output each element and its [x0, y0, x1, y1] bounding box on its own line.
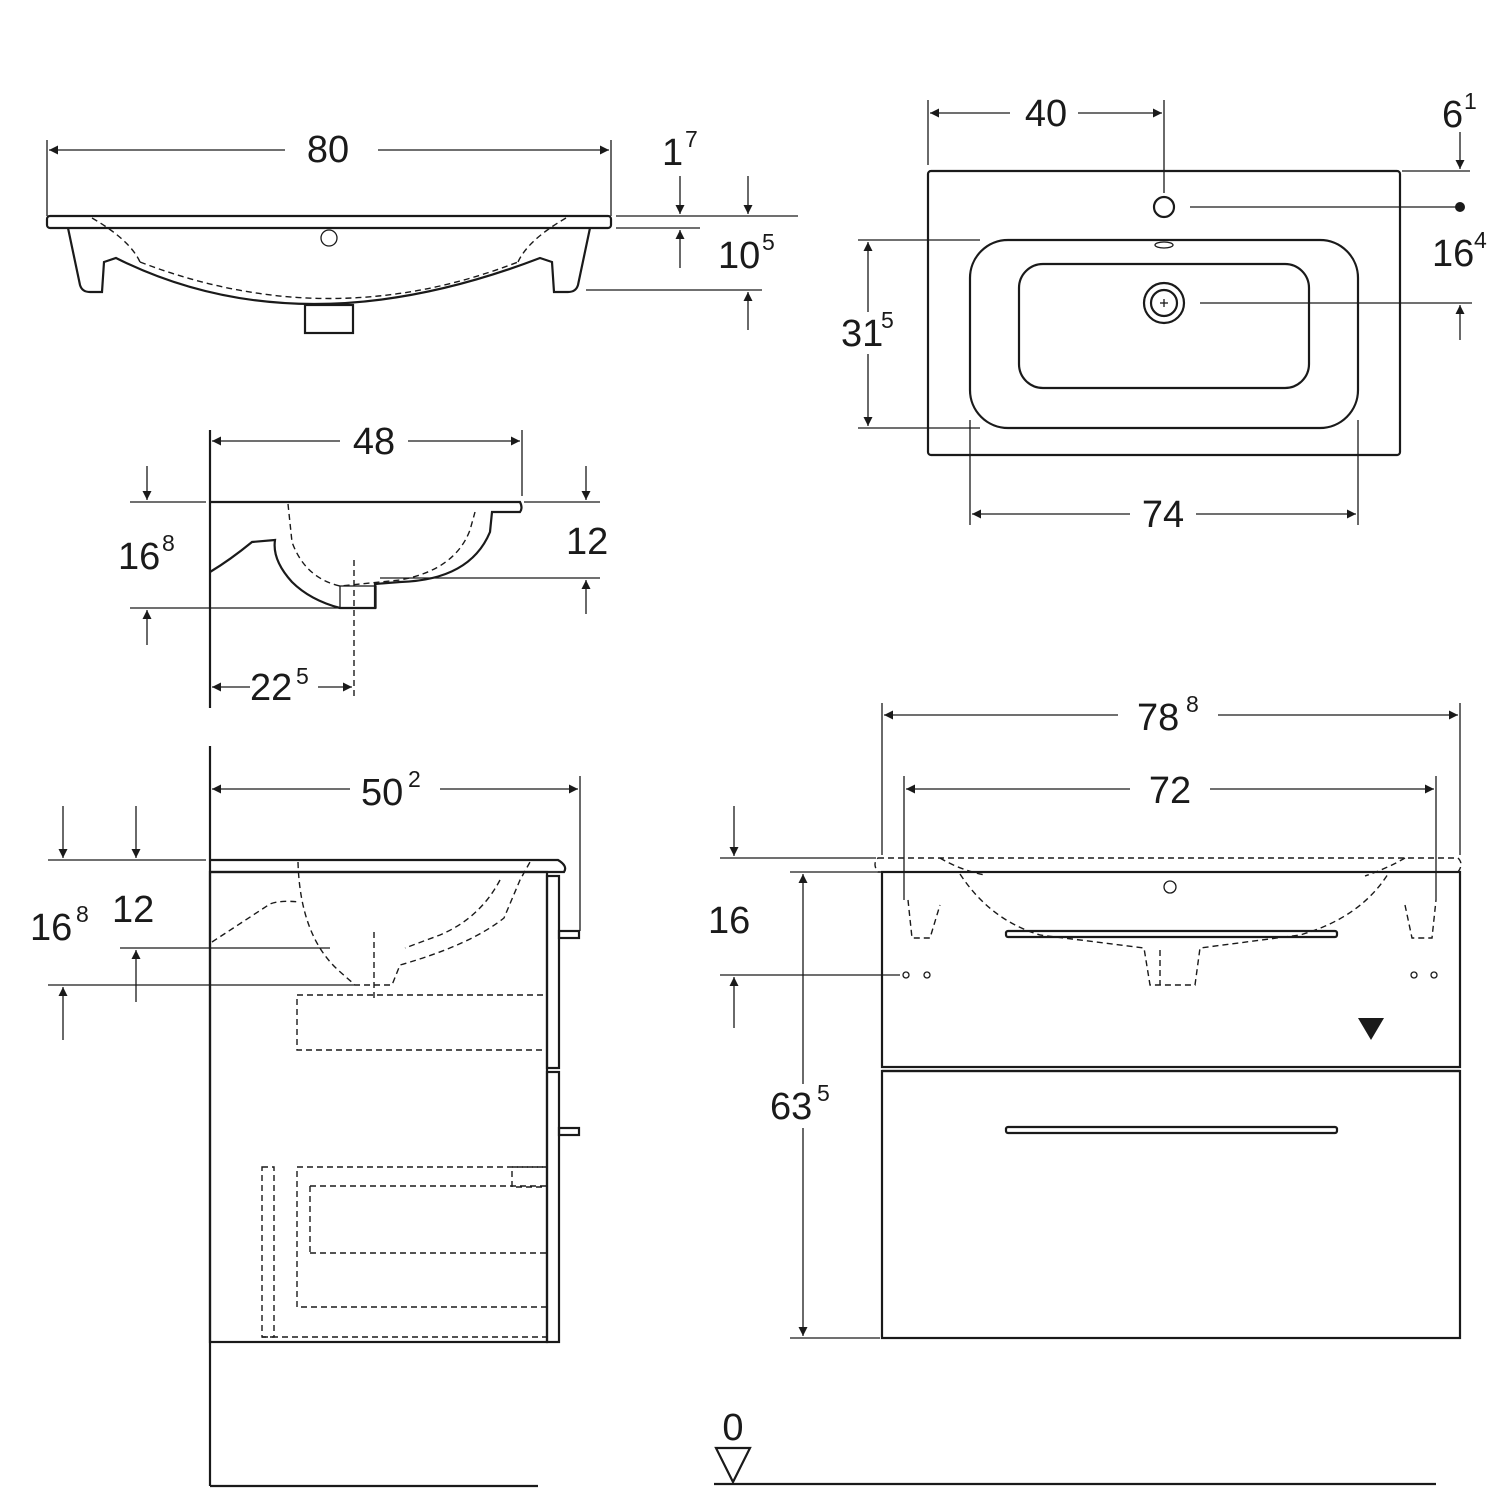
dim-tap-hole-from-back: 6 1: [1442, 88, 1477, 169]
dim-cabinet-side-height: 16 8: [30, 806, 89, 1040]
cabinet-front-view: [714, 703, 1462, 1486]
dim-superscript: 4: [1474, 227, 1487, 253]
dim-rim-thickness: 1 7: [662, 126, 698, 268]
basin-plan-view: [858, 100, 1472, 525]
dim-bowl-depth-front: 10 5: [718, 176, 775, 330]
dim-label: 6: [1442, 94, 1463, 136]
dim-superscript: 5: [881, 307, 894, 333]
dim-superscript: 5: [817, 1080, 830, 1106]
dim-side-height: 16 8: [118, 466, 175, 645]
dim-front-top-height: 16: [708, 806, 750, 1028]
dim-superscript: 8: [1186, 691, 1199, 717]
dim-label: 72: [1149, 770, 1191, 812]
dim-basin-depth-plan: 31 5: [840, 242, 898, 426]
dim-superscript: 5: [762, 229, 775, 255]
dim-front-overall-width: 78 8: [884, 691, 1458, 739]
dim-side-depth: 48: [212, 421, 520, 463]
dim-superscript: 2: [408, 766, 421, 792]
dim-superscript: 8: [76, 901, 89, 927]
dim-label: 80: [307, 129, 349, 171]
dim-label: 48: [353, 421, 395, 463]
dim-label: 22: [250, 667, 292, 709]
dim-label: 31: [841, 313, 883, 355]
cabinet-side-view: [48, 746, 581, 1488]
dim-label: 16: [30, 907, 72, 949]
dim-tap-to-drain: 16 4: [1432, 227, 1487, 340]
dim-label: 12: [112, 889, 154, 931]
dim-side-bowl-depth: 12: [566, 466, 608, 614]
dim-front-cabinet-width: 72: [906, 770, 1434, 812]
dim-label: 63: [770, 1086, 812, 1128]
dim-label: 74: [1142, 494, 1184, 536]
dim-cabinet-side-bowl: 12: [112, 806, 154, 1002]
dim-label: 16: [1432, 233, 1474, 275]
dim-tap-offset: 40: [930, 93, 1162, 135]
dim-drain-offset: 22 5: [212, 663, 352, 709]
dim-front-cabinet-height: 63 5: [768, 874, 840, 1336]
basin-side-view: [130, 430, 600, 708]
dim-label: 50: [361, 772, 403, 814]
dim-label: 1: [662, 132, 683, 174]
dim-label: 0: [722, 1407, 743, 1449]
dim-label: 40: [1025, 93, 1067, 135]
dim-label: 16: [708, 900, 750, 942]
dim-basin-width-plan: 74: [972, 494, 1356, 536]
dim-superscript: 7: [685, 126, 698, 152]
dim-superscript: 5: [296, 663, 309, 689]
dim-label: 12: [566, 521, 608, 563]
dim-superscript: 8: [162, 530, 175, 556]
dim-label: 10: [718, 235, 760, 277]
floor-level-marker: 0: [722, 1407, 743, 1449]
dim-label: 16: [118, 536, 160, 578]
dim-top-width: 80: [49, 129, 609, 171]
dim-label: 78: [1137, 697, 1179, 739]
basin-front-view: [45, 140, 798, 335]
dim-superscript: 1: [1464, 88, 1477, 114]
dim-cabinet-side-depth: 50 2: [212, 766, 578, 814]
